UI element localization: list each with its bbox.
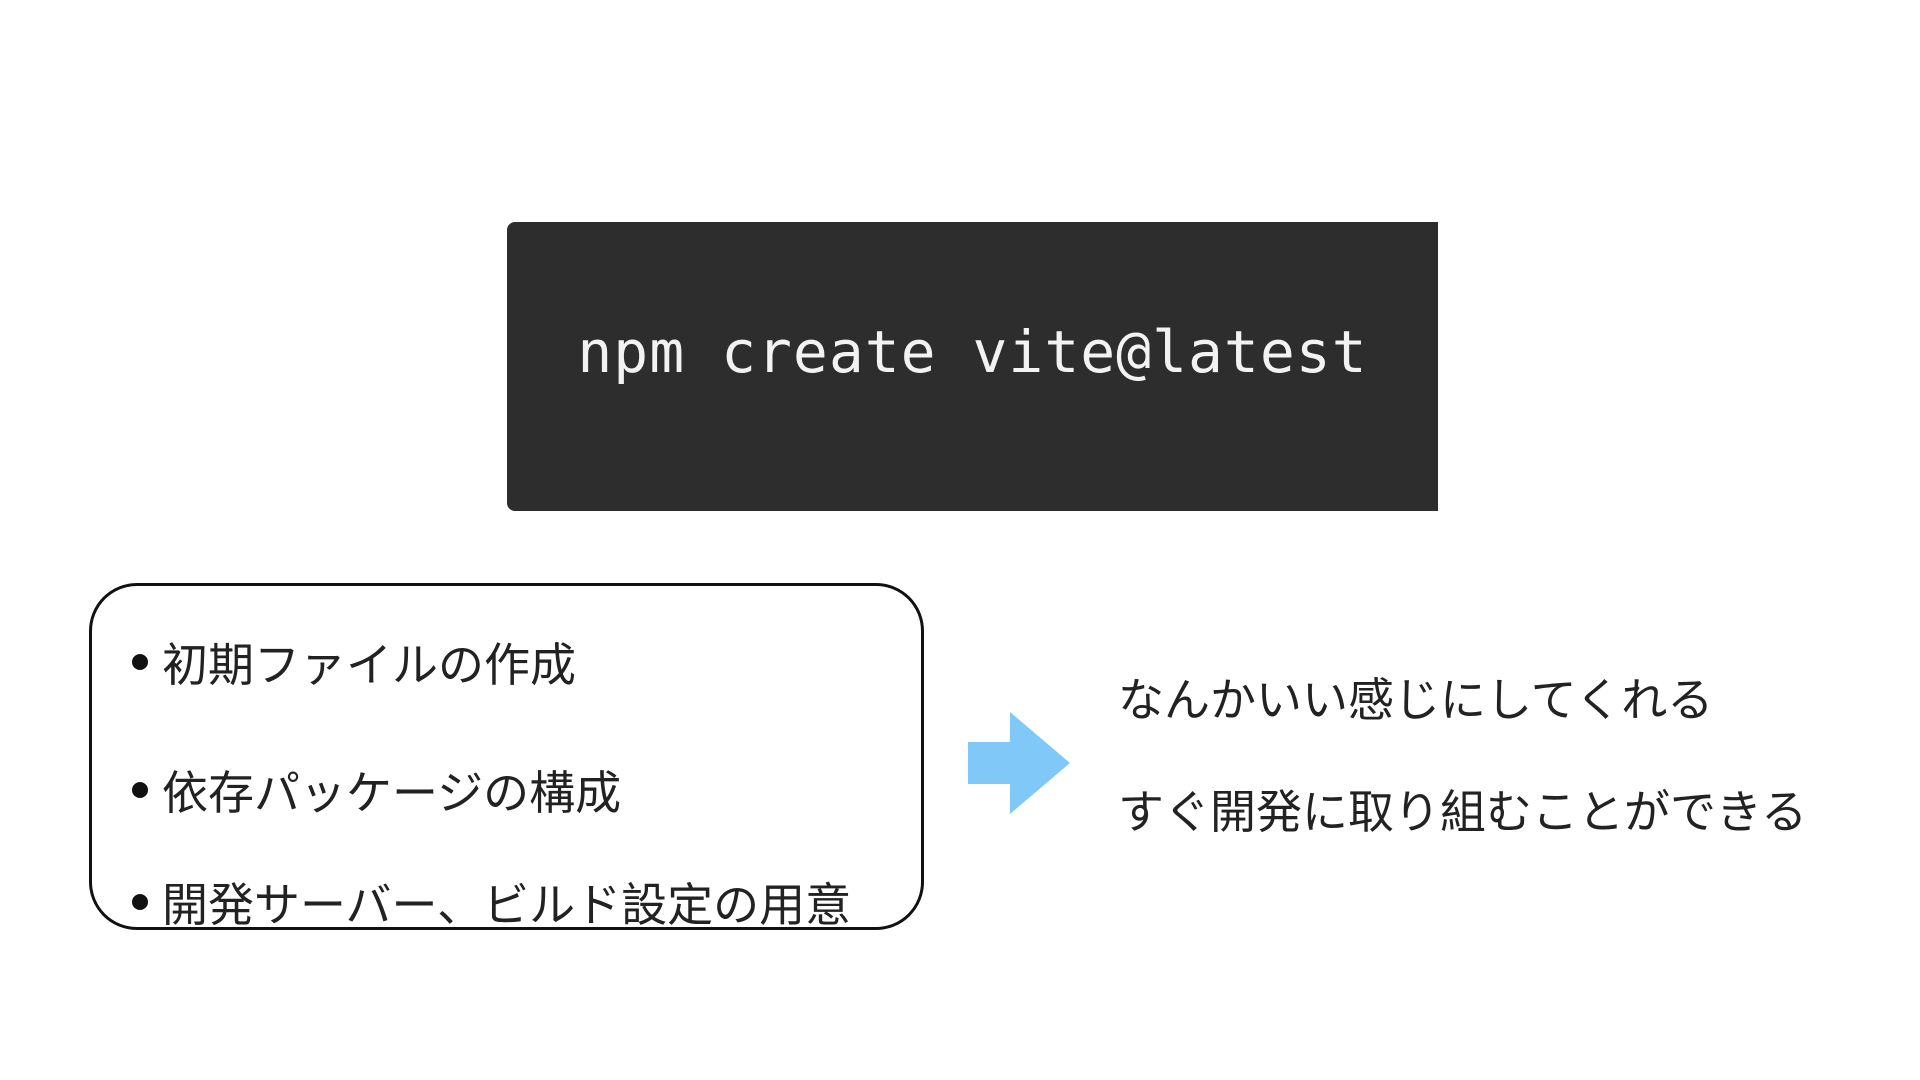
bullet-icon: [132, 894, 148, 910]
steps-list: 初期ファイルの作成 依存パッケージの構成 開発サーバー、ビルド設定の用意: [132, 622, 921, 958]
result-line: なんかいい感じにしてくれる: [1118, 673, 1714, 727]
result-line: すぐ開発に取り組むことができる: [1118, 785, 1808, 839]
step-label: 開発サーバー、ビルド設定の用意: [162, 878, 852, 932]
right-arrow-icon: [968, 712, 1070, 814]
command-code-block: npm create vite@latest: [507, 222, 1438, 511]
bullet-icon: [132, 782, 148, 798]
results: なんかいい感じにしてくれる すぐ開発に取り組むことができる: [1118, 660, 1807, 884]
step-item: 初期ファイルの作成: [132, 622, 921, 702]
step-item: 開発サーバー、ビルド設定の用意: [132, 846, 921, 958]
step-label: 初期ファイルの作成: [162, 638, 576, 692]
step-item: 依存パッケージの構成: [132, 734, 921, 846]
command-text: npm create vite@latest: [577, 317, 1368, 386]
step-label: 依存パッケージの構成: [162, 766, 622, 820]
bullet-icon: [132, 654, 148, 670]
steps-box: 初期ファイルの作成 依存パッケージの構成 開発サーバー、ビルド設定の用意: [89, 583, 924, 932]
